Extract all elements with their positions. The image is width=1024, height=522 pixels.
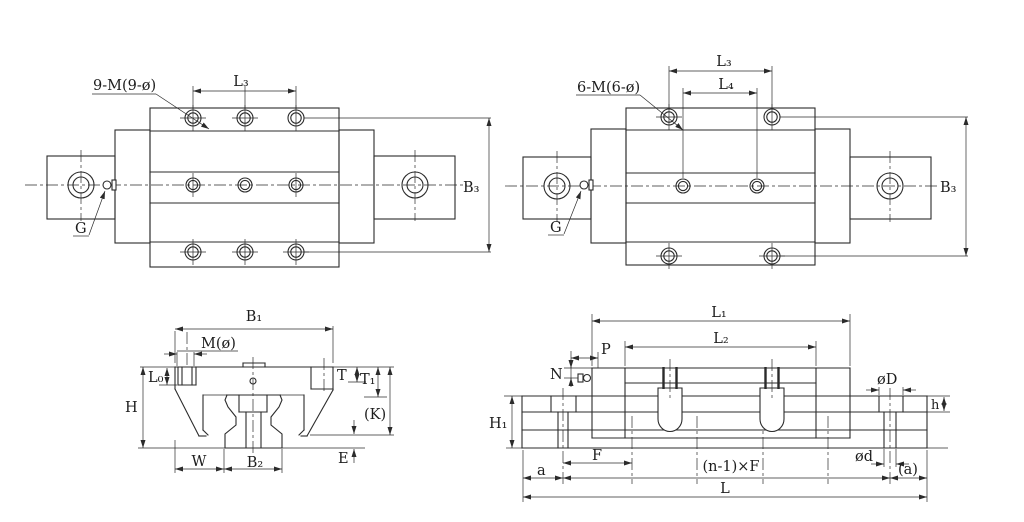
dim-l3 xyxy=(192,86,297,109)
dim-p-n xyxy=(564,351,599,387)
label-h-small: h xyxy=(931,398,940,413)
label-a-paren: (a) xyxy=(898,462,918,478)
label-g-plan6: G xyxy=(550,220,562,236)
block-outline xyxy=(591,367,851,439)
label-a: a xyxy=(537,463,546,479)
dim-t-t1-k xyxy=(348,367,393,435)
label-b2: B₂ xyxy=(247,455,263,471)
label-b3-plan6: B₃ xyxy=(940,180,957,196)
label-nf: (n-1)×F xyxy=(703,459,760,475)
label-p: P xyxy=(601,342,611,358)
block-outline xyxy=(522,107,932,266)
label-l2: L₂ xyxy=(713,331,728,347)
label-l0: L₀ xyxy=(148,370,164,386)
label-m: M(ø) xyxy=(201,336,236,352)
label-od-big: øD xyxy=(877,372,897,388)
centerlines xyxy=(505,151,940,222)
dim-e xyxy=(310,420,394,463)
label-b3-plan9: B₃ xyxy=(463,180,480,196)
dim-l0 xyxy=(159,368,177,386)
label-l1: L₁ xyxy=(711,305,726,321)
view-plan-6hole: L₃ L₄ B₃ 6-M(6-ø) G xyxy=(505,54,969,269)
label-od-small: ød xyxy=(855,449,873,465)
label-callout-plan6: 6-M(6-ø) xyxy=(577,80,640,96)
label-callout-plan9: 9-M(9-ø) xyxy=(93,78,156,94)
label-t: T xyxy=(337,368,347,384)
centerlines xyxy=(25,150,467,221)
label-h1: H₁ xyxy=(489,416,507,432)
callout-leader xyxy=(576,94,684,131)
label-l3-plan6: L₃ xyxy=(716,54,732,70)
dim-od-small xyxy=(871,449,909,467)
dim-b3 xyxy=(304,117,492,253)
dim-l4 xyxy=(682,88,758,178)
view-side-elevation: L₁ L₂ P N H₁ xyxy=(489,305,950,502)
label-l3-plan9: L₃ xyxy=(233,74,249,90)
label-l: L xyxy=(720,481,730,497)
view-plan-9hole: L₃ B₃ 9-M(9-ø) G xyxy=(25,74,492,268)
dim-l3 xyxy=(668,66,773,108)
label-n: N xyxy=(550,367,563,383)
dim-w-b2 xyxy=(174,440,283,473)
label-g-plan9: G xyxy=(75,221,87,237)
dim-l2 xyxy=(624,341,817,366)
mounting-holes xyxy=(180,105,309,265)
view-cross-section: B₁ M(ø) L₀ H W B₂ xyxy=(125,309,394,473)
label-e: E xyxy=(338,451,349,467)
label-t1: T₁ xyxy=(360,372,375,388)
rail-profile xyxy=(224,357,283,456)
dim-bottom-rows xyxy=(522,450,928,502)
grease-nipple xyxy=(577,373,592,383)
callout-leader xyxy=(92,93,210,130)
dim-h1 xyxy=(504,395,522,448)
block-outline xyxy=(46,107,456,268)
label-l4-plan6: L₄ xyxy=(718,77,734,93)
dim-od-big xyxy=(866,387,916,395)
rail-outline xyxy=(506,395,950,449)
label-f: F xyxy=(592,448,602,464)
label-b1-main: B₁ xyxy=(246,309,262,325)
block-bolt-cavities xyxy=(657,359,785,433)
label-w: W xyxy=(192,454,207,470)
label-h: H xyxy=(125,400,138,416)
dim-b1 xyxy=(174,326,334,363)
dim-m xyxy=(164,350,238,366)
grease-nipple xyxy=(548,179,594,236)
label-k: (K) xyxy=(364,407,386,423)
dim-b3 xyxy=(780,116,969,257)
mounting-holes xyxy=(656,104,785,269)
grease-nipple xyxy=(73,179,117,237)
tapped-hole xyxy=(177,332,325,393)
